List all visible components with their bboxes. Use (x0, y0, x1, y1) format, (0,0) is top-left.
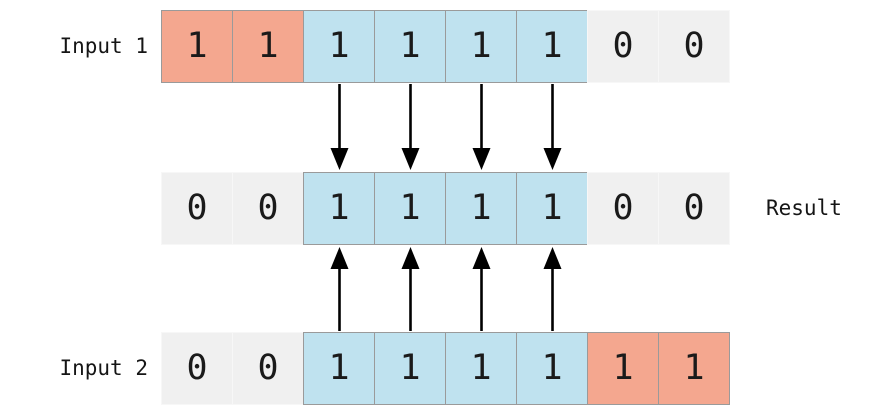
bit-cell: 1 (374, 10, 446, 83)
row-label-result: Result (766, 196, 842, 220)
bit-cell: 1 (303, 332, 375, 405)
arrow-up-bit-5 (543, 247, 562, 331)
bit-cell: 1 (445, 172, 517, 245)
bit-cell: 1 (516, 332, 588, 405)
bit-cell: 1 (516, 172, 588, 245)
bit-cell: 0 (658, 172, 730, 245)
bit-cell: 1 (516, 10, 588, 83)
row-label-input1: Input 1 (59, 34, 148, 58)
bit-cell: 0 (658, 10, 730, 83)
row-label-input2: Input 2 (59, 356, 148, 380)
bit-cell: 1 (445, 10, 517, 83)
bit-cell: 1 (658, 332, 730, 405)
arrow-up-bit-3 (401, 247, 420, 331)
bit-cell: 1 (587, 332, 659, 405)
arrow-down-bit-4 (472, 84, 491, 170)
arrow-down-bit-5 (543, 84, 562, 170)
bit-cell: 0 (232, 172, 304, 245)
bit-cell: 1 (161, 10, 233, 83)
bit-cell: 0 (161, 172, 233, 245)
bit-cell: 1 (374, 332, 446, 405)
bit-cell: 0 (587, 10, 659, 83)
arrow-down-bit-2 (330, 84, 349, 170)
bit-cell: 1 (374, 172, 446, 245)
bit-cell: 0 (232, 332, 304, 405)
bit-cell: 0 (161, 332, 233, 405)
bit-cell: 1 (232, 10, 304, 83)
bit-cell: 1 (445, 332, 517, 405)
arrow-down-bit-3 (401, 84, 420, 170)
bit-cell: 1 (303, 172, 375, 245)
arrow-up-bit-2 (330, 247, 349, 331)
arrow-up-bit-4 (472, 247, 491, 331)
bit-cell: 0 (587, 172, 659, 245)
bit-cell: 1 (303, 10, 375, 83)
